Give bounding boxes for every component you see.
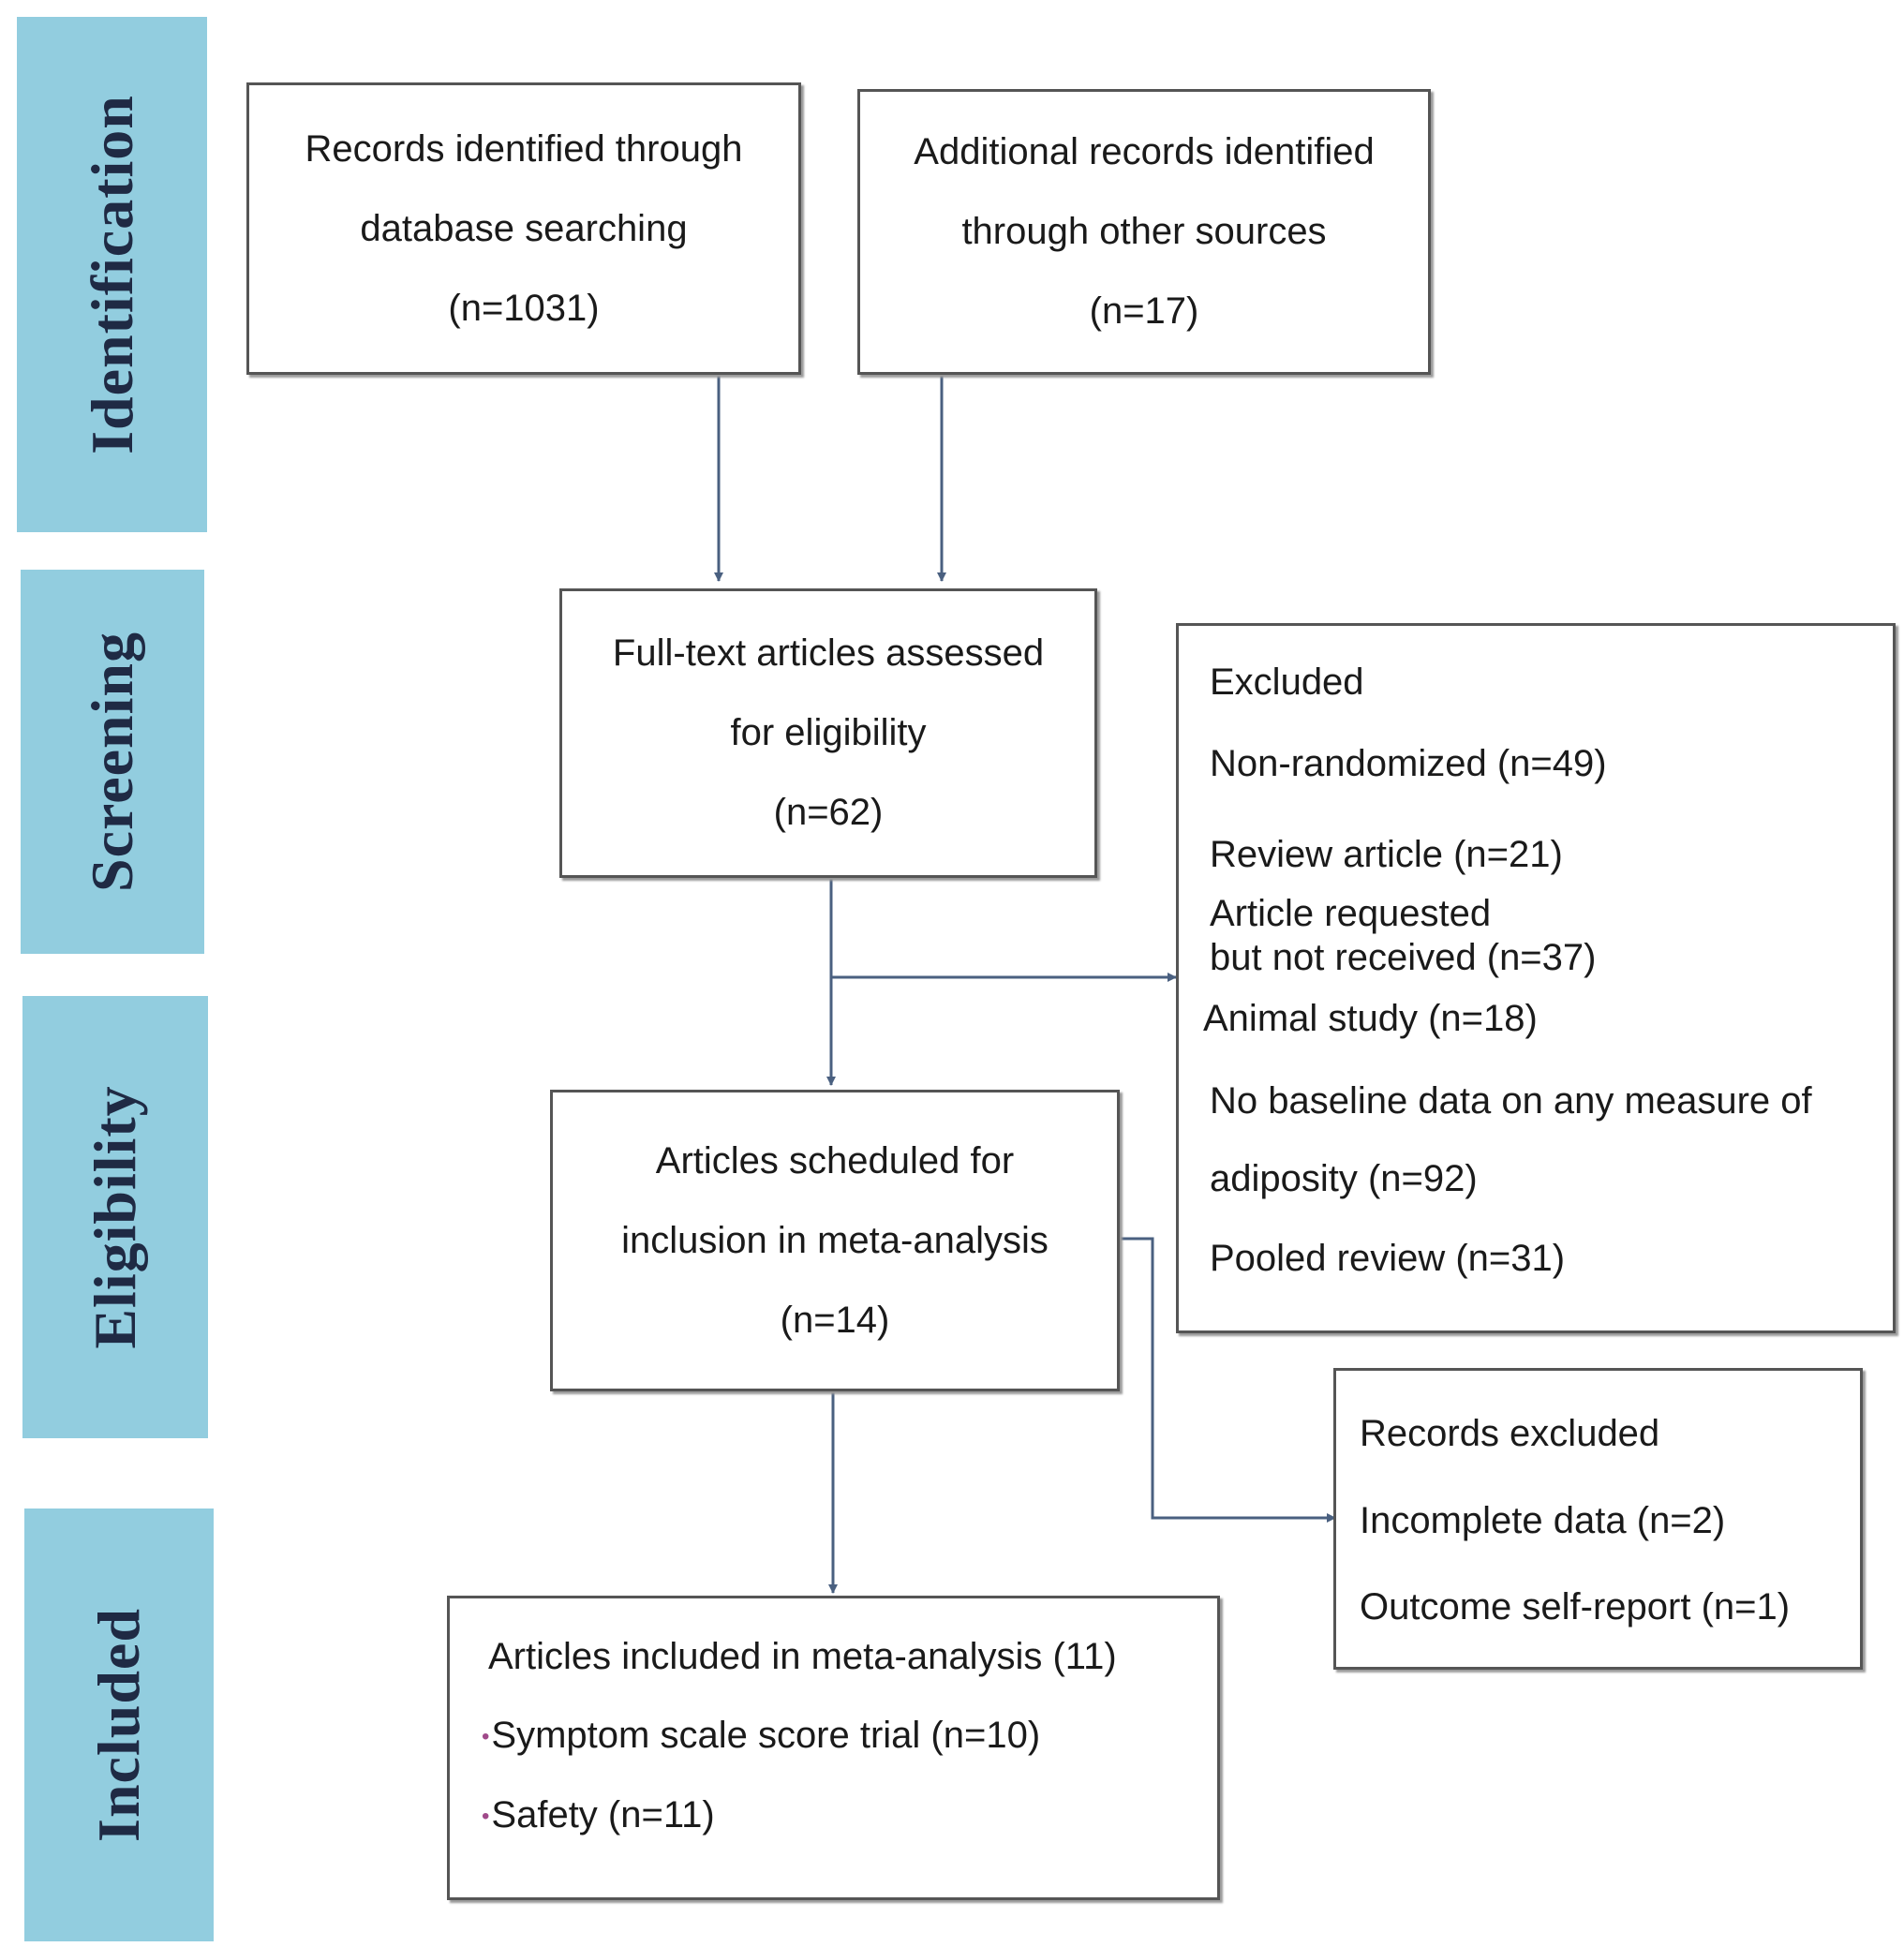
excluded-item-8: Pooled review (n=31)	[1210, 1238, 1566, 1279]
other-line-2: through other sources	[961, 211, 1327, 252]
stage-eligibility: Eligibility	[22, 996, 208, 1438]
stage-identification: Identification	[17, 17, 207, 532]
scheduled-line-3: (n=14)	[780, 1299, 890, 1341]
box-articles-included: Articles included in meta-analysis (11) …	[447, 1596, 1220, 1900]
box-other-sources: Additional records identified through ot…	[857, 89, 1431, 375]
included-title: Articles included in meta-analysis (11)	[488, 1636, 1117, 1677]
included-item-1-text: Symptom scale score trial (n=10)	[491, 1715, 1041, 1756]
fulltext-line-3: (n=62)	[773, 792, 884, 833]
database-line-3: (n=1031)	[448, 287, 600, 329]
included-item-1: •Symptom scale score trial (n=10)	[482, 1715, 1040, 1757]
box-records-excluded: Records excluded Incomplete data (n=2) O…	[1333, 1368, 1863, 1670]
included-item-2: •Safety (n=11)	[482, 1794, 715, 1836]
other-line-3: (n=17)	[1089, 290, 1199, 332]
excluded-item-3: Article requested	[1210, 893, 1492, 934]
included-item-2-text: Safety (n=11)	[491, 1794, 715, 1836]
excluded-item-5: Animal study (n=18)	[1203, 998, 1538, 1039]
database-line-2: database searching	[360, 207, 688, 249]
records-excluded-item-1: Incomplete data (n=2)	[1360, 1500, 1726, 1541]
excluded-item-7: adiposity (n=92)	[1210, 1158, 1478, 1199]
fulltext-line-2: for eligibility	[730, 712, 927, 753]
records-excluded-item-2: Outcome self-report (n=1)	[1360, 1586, 1791, 1627]
box-scheduled-inclusion: Articles scheduled for inclusion in meta…	[550, 1090, 1120, 1391]
excluded-item-4: but not received (n=37)	[1210, 937, 1597, 978]
stage-included: Included	[24, 1509, 214, 1941]
excluded-item-2: Review article (n=21)	[1210, 834, 1563, 875]
stage-screening: Screening	[21, 570, 204, 954]
records-excluded-title: Records excluded	[1360, 1413, 1660, 1454]
excluded-item-1: Non-randomized (n=49)	[1210, 743, 1607, 784]
box-database-records: Records identified through database sear…	[246, 82, 801, 375]
database-line-1: Records identified through	[305, 127, 743, 170]
box-excluded: Excluded Non-randomized (n=49) Review ar…	[1176, 623, 1896, 1333]
other-line-1: Additional records identified	[914, 131, 1375, 172]
fulltext-line-1: Full-text articles assessed	[612, 632, 1045, 674]
scheduled-line-1: Articles scheduled for	[655, 1139, 1015, 1182]
arrow-to-records-excluded	[1120, 1237, 1336, 1523]
excluded-item-6: No baseline data on any measure of	[1210, 1080, 1812, 1122]
box-fulltext-assessed: Full-text articles assessed for eligibil…	[559, 588, 1097, 878]
scheduled-line-2: inclusion in meta-analysis	[621, 1219, 1049, 1261]
bullet-icon: •	[482, 1804, 490, 1830]
bullet-icon: •	[482, 1724, 490, 1750]
excluded-title: Excluded	[1210, 661, 1364, 703]
